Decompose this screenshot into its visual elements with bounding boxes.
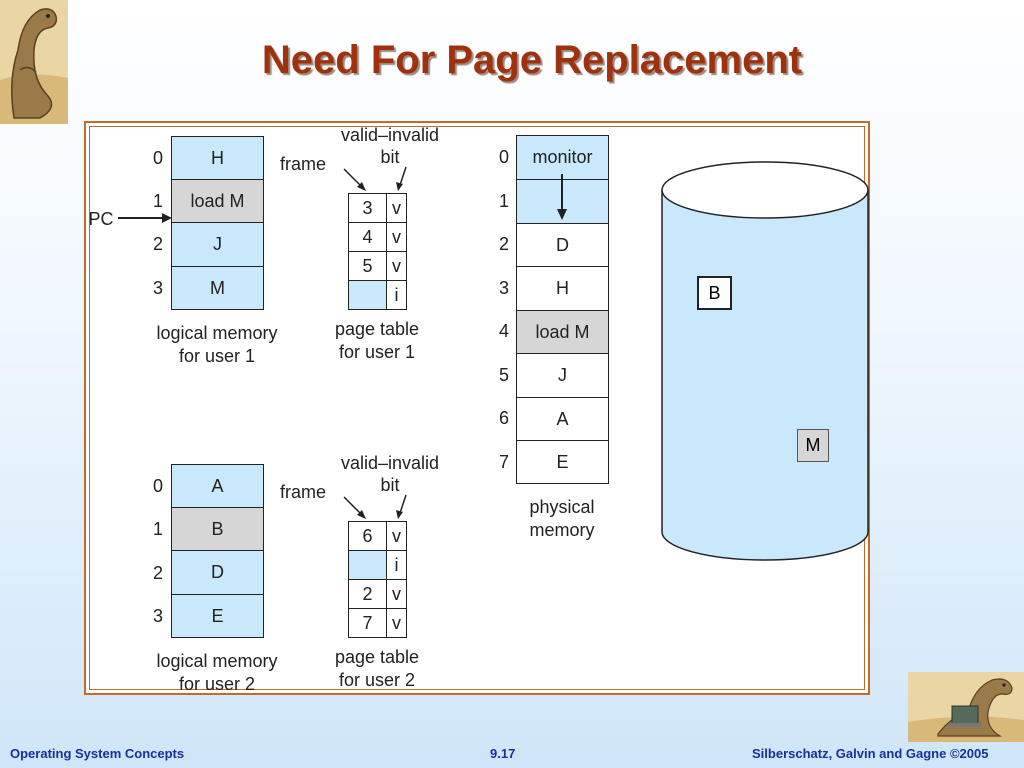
physical-frame-6: A: [516, 397, 609, 441]
user2-pt-bit-0: v: [386, 521, 407, 551]
user1-logical-label-line1: logical memory: [156, 323, 278, 343]
physical-frame-3: H: [516, 266, 609, 311]
user1-page-1: load M: [171, 179, 264, 223]
user2-pt-frame-2: 2: [348, 579, 387, 609]
user2-index-2: 2: [152, 563, 163, 583]
physical-index-4: 4: [498, 321, 509, 341]
pc-label: PC: [88, 209, 114, 229]
footer-right: Silberschatz, Galvin and Gagne ©2005: [752, 746, 989, 761]
user1-index-2: 2: [152, 234, 163, 254]
user1-pt-frame-0: 3: [348, 193, 387, 223]
user1-page-3: M: [171, 266, 264, 310]
user2-pt-frame-1: [348, 550, 387, 580]
physical-index-1: 1: [498, 191, 509, 211]
user1-index-1: 1: [152, 191, 163, 211]
disk-item-b: B: [697, 276, 732, 310]
physical-frame-5: J: [516, 353, 609, 398]
physical-index-2: 2: [498, 234, 509, 254]
user2-index-0: 0: [152, 476, 163, 496]
disk-cylinder: [661, 161, 869, 561]
pc-arrow: [118, 213, 172, 223]
physical-index-6: 6: [498, 408, 509, 428]
dinosaur-logo-top: [0, 0, 68, 124]
user1-pt-bit-0: v: [386, 193, 407, 223]
disk-item-m: M: [797, 429, 829, 462]
user2-pt-label-line1: page table: [334, 647, 420, 667]
user2-vi-label-line1: valid–invalid: [340, 453, 440, 473]
physical-frame-2: D: [516, 223, 609, 267]
user2-vi-label-line2: bit: [380, 475, 400, 495]
user1-logical-label-line2: for user 1: [178, 346, 256, 366]
physical-index-3: 3: [498, 278, 509, 298]
user1-pt-label-line2: for user 1: [338, 342, 416, 362]
footer-page-number: 9.17: [490, 746, 516, 761]
user2-logical-label-line2: for user 2: [178, 674, 256, 694]
user2-logical-label-line1: logical memory: [156, 651, 278, 671]
user2-page-0: A: [171, 464, 264, 508]
user1-pt-bit-2: v: [386, 251, 407, 281]
physical-frame-7: E: [516, 440, 609, 484]
dinosaur-logo-bottom: [908, 672, 1024, 742]
user1-vi-label-line2: bit: [380, 147, 400, 167]
user1-pt-bit-1: v: [386, 222, 407, 252]
user2-pt-frame-0: 6: [348, 521, 387, 551]
footer-left: Operating System Concepts: [10, 746, 185, 761]
user2-page-2: D: [171, 550, 264, 595]
user1-pt-bit-3: i: [386, 280, 407, 310]
user2-pt-bit-2: v: [386, 579, 407, 609]
physical-index-7: 7: [498, 452, 509, 472]
user2-page-3: E: [171, 594, 264, 638]
user2-pt-frame-3: 7: [348, 608, 387, 638]
monitor-arrow: [557, 174, 567, 220]
user2-pt-bit-1: i: [386, 550, 407, 580]
user2-pt-label-line2: for user 2: [338, 670, 416, 690]
user1-frame-label: frame: [279, 154, 326, 174]
user1-pt-frame-1: 4: [348, 222, 387, 252]
physical-label-line2: memory: [529, 520, 595, 540]
physical-index-0: 0: [498, 147, 509, 167]
physical-index-5: 5: [498, 365, 509, 385]
user2-pt-arrows: [343, 494, 407, 519]
user1-page-0: H: [171, 136, 264, 180]
user2-frame-label: frame: [279, 482, 326, 502]
slide-title: Need For Page Replacement: [261, 38, 803, 82]
user2-index-3: 3: [152, 606, 163, 626]
physical-frame-0: monitor: [516, 135, 609, 180]
user1-index-0: 0: [152, 148, 163, 168]
user2-pt-bit-3: v: [386, 608, 407, 638]
user1-pt-label-line1: page table: [334, 319, 420, 339]
user1-pt-arrows: [343, 166, 407, 191]
user1-page-2: J: [171, 222, 264, 267]
user1-pt-frame-2: 5: [348, 251, 387, 281]
user1-index-3: 3: [152, 278, 163, 298]
user2-page-1: B: [171, 507, 264, 551]
physical-label-line1: physical: [529, 497, 595, 517]
user1-vi-label-line1: valid–invalid: [340, 125, 440, 145]
user1-pt-frame-3: [348, 280, 387, 310]
physical-frame-4: load M: [516, 310, 609, 354]
user2-index-1: 1: [152, 519, 163, 539]
